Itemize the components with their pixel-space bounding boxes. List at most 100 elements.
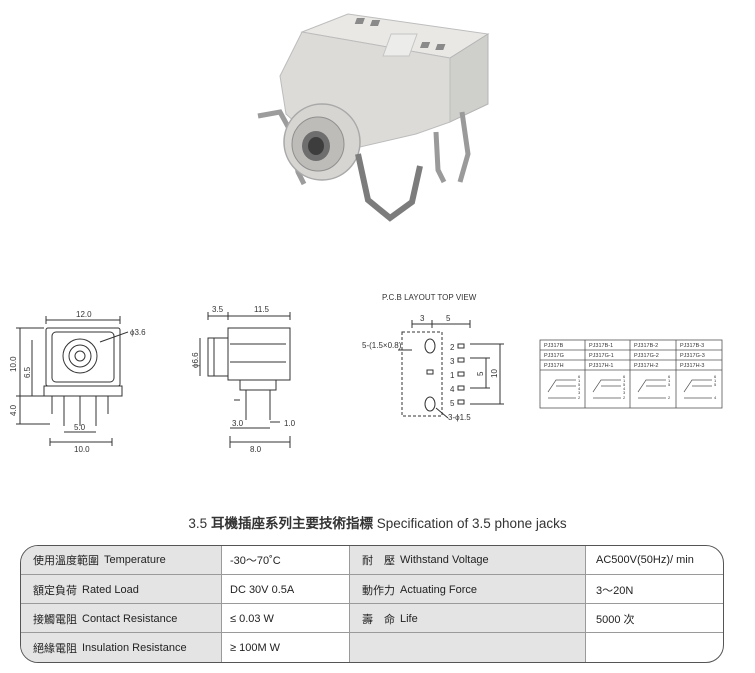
technical-drawings: 12.0 ϕ3.6 10.0 6.5 4.0 5.0 10.0 3.5 11.5… bbox=[9, 293, 723, 454]
pcb-top-a: 3 bbox=[420, 314, 425, 323]
label-cn: 額定負荷 bbox=[33, 583, 77, 597]
model-cell: PJ317H-1 bbox=[589, 363, 613, 369]
schematic-pin: 6 bbox=[578, 374, 581, 379]
model-cell: PJ317H bbox=[544, 363, 564, 369]
spec-row: 絕緣電阻 Insulation Resistance ≥ 100M W bbox=[21, 632, 723, 662]
pcb-layout-title: P.C.B LAYOUT TOP VIEW bbox=[382, 293, 477, 302]
schematic-pin: 6 bbox=[623, 374, 626, 379]
schematic-pin: 5 bbox=[578, 382, 581, 387]
dim-height-mid: 6.5 bbox=[23, 366, 32, 378]
label-cn: 使用溫度範圍 bbox=[33, 554, 99, 567]
caption-chinese: 耳機插座系列主要技術指標 bbox=[210, 516, 373, 532]
label-cn: 動作力 bbox=[362, 583, 395, 597]
schematic-pin: 5 bbox=[668, 382, 671, 387]
pcb-pin-label: 1 bbox=[450, 371, 455, 380]
spec-label-insulation-resistance: 絕緣電阻 Insulation Resistance bbox=[21, 633, 221, 662]
model-cell: PJ317B-3 bbox=[680, 343, 704, 349]
schematic-pin: 1 bbox=[578, 378, 581, 383]
dim-hole: ϕ3.6 bbox=[130, 328, 146, 337]
model-cell: PJ317G-2 bbox=[634, 353, 659, 359]
dim-height-total: 10.0 bbox=[9, 356, 18, 372]
pcb-vert-a: 5 bbox=[476, 371, 485, 376]
pcb-vert-b: 10 bbox=[490, 369, 499, 378]
label-cn: 耐 壓 bbox=[362, 554, 395, 567]
schematic-pin: 3 bbox=[578, 390, 581, 395]
pcb-layout-drawing bbox=[398, 320, 504, 419]
dim-front: 3.5 bbox=[212, 305, 224, 314]
schematic-pin: 1 bbox=[668, 378, 671, 383]
schematic-pin: 3 bbox=[623, 390, 626, 395]
spec-value: 3～20N bbox=[585, 575, 723, 604]
model-table bbox=[539, 339, 723, 409]
label-cn: 接觸電阻 bbox=[33, 612, 77, 626]
spec-label-temperature: 使用溫度範圍 Temperature bbox=[21, 546, 221, 574]
spec-value: 5000 次 bbox=[585, 604, 723, 633]
pcb-pin-label: 2 bbox=[450, 343, 455, 352]
label-en: Insulation Resistance bbox=[82, 641, 187, 654]
spec-label-empty bbox=[349, 633, 585, 662]
spec-value: ≥ 100M W bbox=[221, 633, 349, 662]
schematic-pin: 1 bbox=[714, 378, 717, 383]
dim-pin-width: 1.0 bbox=[284, 419, 296, 428]
schematic-pin: 6 bbox=[668, 374, 671, 379]
spec-label-life: 壽 命 Life bbox=[349, 604, 585, 633]
schematic-pin: 2 bbox=[668, 395, 671, 400]
label-en: Life bbox=[400, 612, 418, 625]
model-cell: PJ317H-3 bbox=[680, 363, 704, 369]
side-view-drawing bbox=[199, 312, 291, 448]
pcb-round-hole: 3-ϕ1.5 bbox=[448, 413, 471, 422]
spec-value: AC500V(50Hz)/ min bbox=[585, 546, 723, 574]
model-cell: PJ317G-1 bbox=[589, 353, 614, 359]
dim-pin-span: 8.0 bbox=[250, 445, 262, 454]
label-en: Contact Resistance bbox=[82, 612, 178, 625]
dim-pin-pitch: 5.0 bbox=[74, 423, 86, 432]
schematic-pin: 2 bbox=[623, 395, 626, 400]
spec-label-withstand-voltage: 耐 壓 Withstand Voltage bbox=[349, 546, 585, 574]
spec-label-actuating-force: 動作力 Actuating Force bbox=[349, 575, 585, 604]
spec-table: 使用溫度範圍 Temperature -30～70˚C 耐 壓 Withstand … bbox=[20, 545, 724, 663]
dim-body: 11.5 bbox=[254, 305, 270, 314]
pcb-pin-label: 5 bbox=[450, 399, 455, 408]
label-cn: 壽 命 bbox=[362, 612, 395, 626]
label-en: Actuating Force bbox=[400, 583, 478, 596]
schematic-pin: 4 bbox=[623, 386, 626, 391]
pcb-top-b: 5 bbox=[446, 314, 451, 323]
caption-english: Specification of 3.5 phone jacks bbox=[376, 516, 567, 531]
label-en: Withstand Voltage bbox=[400, 554, 489, 566]
spec-label-contact-resistance: 接觸電阻 Contact Resistance bbox=[21, 604, 221, 633]
dim-base-width: 10.0 bbox=[74, 445, 90, 454]
spec-row: 使用溫度範圍 Temperature -30～70˚C 耐 壓 Withstand … bbox=[21, 546, 723, 574]
spec-caption: 3.5 耳機插座系列主要技術指標 Specification of 3.5 ph… bbox=[0, 512, 755, 532]
label-en: Temperature bbox=[104, 554, 166, 566]
model-cell: PJ317G-3 bbox=[680, 353, 705, 359]
schematic-pin: 4 bbox=[714, 395, 717, 400]
schematic-pin: 5 bbox=[623, 382, 626, 387]
spec-label-rated-load: 額定負荷 Rated Load bbox=[21, 575, 221, 604]
label-en: Rated Load bbox=[82, 583, 139, 596]
spec-row: 額定負荷 Rated Load DC 30V 0.5A 動作力 Actuating … bbox=[21, 574, 723, 604]
model-cell: PJ317H-2 bbox=[634, 363, 658, 369]
pcb-pin-label: 4 bbox=[450, 385, 455, 394]
model-cell: PJ317B-2 bbox=[634, 343, 658, 349]
model-cell: PJ317B bbox=[544, 343, 564, 349]
spec-value: DC 30V 0.5A bbox=[221, 575, 349, 604]
dim-diameter: ϕ6.6 bbox=[191, 352, 200, 368]
spec-value: -30～70˚C bbox=[221, 546, 349, 574]
spec-value bbox=[585, 633, 723, 662]
dim-pin-offset: 3.0 bbox=[232, 419, 244, 428]
model-cell: PJ317B-1 bbox=[589, 343, 613, 349]
pcb-pin-label: 3 bbox=[450, 357, 455, 366]
dim-width: 12.0 bbox=[76, 310, 92, 319]
schematic-pin: 6 bbox=[714, 374, 717, 379]
schematic-pin: 4 bbox=[578, 386, 581, 391]
schematic-pin: 5 bbox=[714, 382, 717, 387]
model-cell: PJ317G bbox=[544, 353, 564, 359]
spec-value: ≤ 0.03 W bbox=[221, 604, 349, 633]
dim-pin-len: 4.0 bbox=[9, 404, 18, 416]
pcb-hole-label: 5-(1.5×0.8) bbox=[362, 341, 402, 350]
front-view-drawing bbox=[16, 316, 129, 446]
label-cn: 絕緣電阻 bbox=[33, 641, 77, 655]
product-photo bbox=[257, 13, 490, 222]
schematic-pin: 2 bbox=[578, 395, 581, 400]
